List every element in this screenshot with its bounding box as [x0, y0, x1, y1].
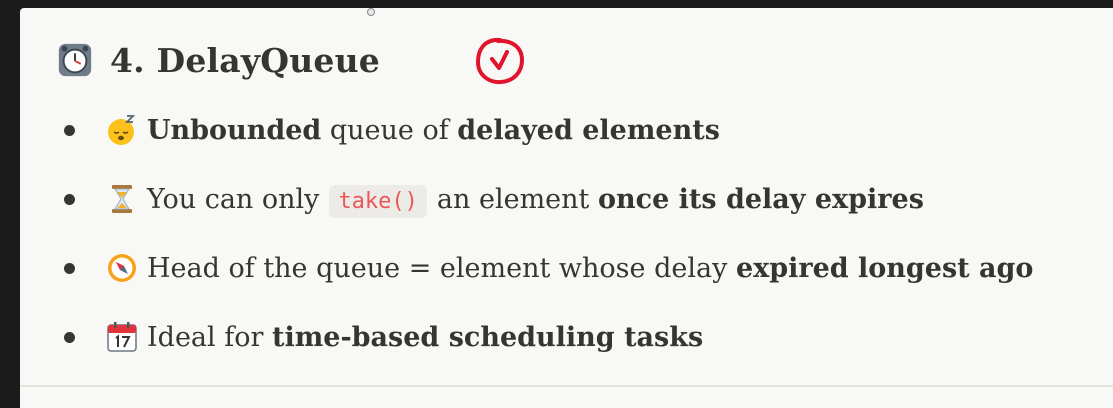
compass-icon	[108, 254, 136, 282]
alarm-clock-icon	[58, 43, 92, 77]
bullet-text: Ideal for time-based scheduling tasks	[147, 321, 704, 353]
sleeping-face-icon	[108, 115, 136, 145]
bullet-item-head: Head of the queue = element whose delay …	[64, 242, 1033, 294]
bullet-dot	[64, 193, 75, 205]
document-page: 4. DelayQueue Unbounded queue of delayed…	[20, 8, 1113, 408]
bullet-dot	[64, 124, 75, 136]
page-title: 4. DelayQueue	[110, 40, 380, 80]
bullet-text: Head of the queue = element whose delay …	[147, 252, 1034, 284]
bullet-dot	[64, 262, 75, 274]
inline-code: take()	[329, 184, 427, 218]
bullet-item-ideal: Ideal for time-based scheduling tasks	[64, 311, 703, 363]
section-heading: 4. DelayQueue	[56, 32, 380, 88]
window-indicator	[367, 8, 375, 16]
hourglass-icon	[112, 185, 132, 213]
bullet-text: Unbounded queue of delayed elements	[147, 114, 720, 146]
bullet-dot	[64, 331, 75, 343]
bullet-item-unbounded: Unbounded queue of delayed elements	[64, 104, 720, 156]
calendar-icon	[107, 322, 137, 352]
handwritten-check-circle-icon	[475, 37, 525, 85]
section-divider	[20, 385, 1113, 387]
